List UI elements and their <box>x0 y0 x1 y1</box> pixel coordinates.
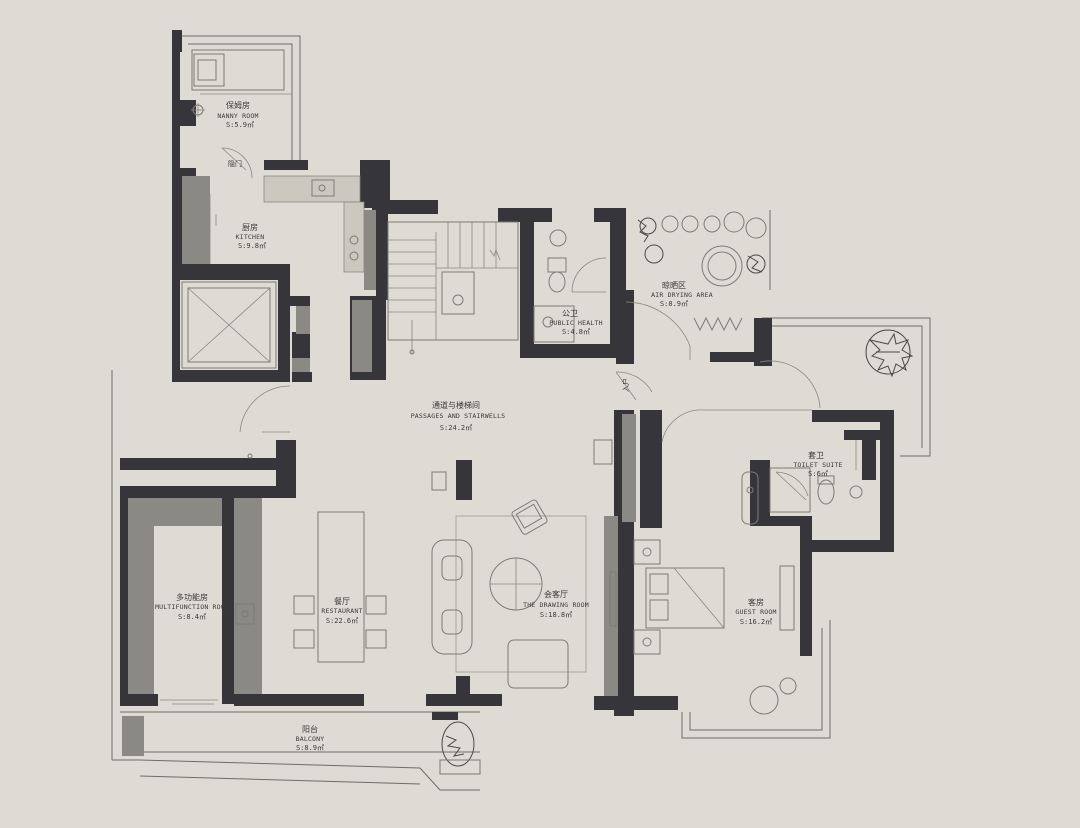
svg-text:S:16.2㎡: S:16.2㎡ <box>740 618 772 626</box>
label-drawing-room: 会客厅 THE DRAWING ROOM S:18.8㎡ <box>523 589 589 619</box>
room-labels: 保姆房 NANNY ROOM S:5.9㎡ 隐门 厨房 KITCHEN S:9.… <box>155 100 843 752</box>
kitchen <box>209 175 365 273</box>
svg-text:多功能房: 多功能房 <box>176 592 208 602</box>
air-drying-area <box>625 211 767 360</box>
dining-area <box>293 460 472 663</box>
staircase <box>387 221 519 355</box>
svg-text:S:24.2㎡: S:24.2㎡ <box>440 424 472 432</box>
svg-text:客房: 客房 <box>748 597 764 607</box>
tree-icon <box>865 329 914 378</box>
svg-text:套卫: 套卫 <box>808 450 824 460</box>
drawing-room <box>431 499 617 689</box>
svg-text:KITCHEN: KITCHEN <box>236 233 265 241</box>
svg-text:阳台: 阳台 <box>302 724 318 734</box>
nanny-room <box>191 49 292 179</box>
label-nanny-room: 保姆房 NANNY ROOM S:5.9㎡ <box>217 100 258 129</box>
svg-text:PUBLIC HEALTH: PUBLIC HEALTH <box>549 319 602 327</box>
svg-text:GUEST ROOM: GUEST ROOM <box>735 608 776 616</box>
svg-text:THE DRAWING ROOM: THE DRAWING ROOM <box>523 601 589 609</box>
toilet-suite <box>769 440 863 513</box>
svg-text:晾晒区: 晾晒区 <box>662 280 686 290</box>
label-passages: 通道与楼梯间 PASSAGES AND STAIRWELLS S:24.2㎡ <box>411 400 506 432</box>
guest-room <box>633 409 812 715</box>
svg-text:S:8.4㎡: S:8.4㎡ <box>178 613 206 621</box>
walls <box>120 30 894 720</box>
entry-area <box>239 360 821 465</box>
svg-text:S:22.6㎡: S:22.6㎡ <box>326 617 358 625</box>
svg-text:S:4.8㎡: S:4.8㎡ <box>562 328 590 336</box>
svg-text:AIR DRYING AREA: AIR DRYING AREA <box>651 291 713 299</box>
svg-text:通道与楼梯间: 通道与楼梯间 <box>432 400 480 410</box>
svg-text:保姆房: 保姆房 <box>226 100 250 110</box>
svg-text:PASSAGES AND STAIRWELLS: PASSAGES AND STAIRWELLS <box>411 412 506 420</box>
svg-text:RESTAURANT: RESTAURANT <box>321 607 362 615</box>
svg-text:S:18.8㎡: S:18.8㎡ <box>540 611 572 619</box>
svg-text:会客厅: 会客厅 <box>544 589 568 599</box>
outer-outline <box>111 35 931 791</box>
label-air-drying-area: 晾晒区 AIR DRYING AREA S:8.9㎡ <box>651 280 713 308</box>
svg-text:S:8.9㎡: S:8.9㎡ <box>660 300 688 308</box>
label-public-health: 公卫 PUBLIC HEALTH S:4.8㎡ <box>549 309 602 336</box>
label-balcony: 阳台 BALCONY S:8.9㎡ <box>296 724 325 752</box>
svg-text:S:5.9㎡: S:5.9㎡ <box>226 121 254 129</box>
label-multifunction-room: 多功能房 MULTIFUNCTION ROOM S:8.4㎡ <box>155 592 229 621</box>
balcony <box>247 453 481 775</box>
svg-text:MULTIFUNCTION ROOM: MULTIFUNCTION ROOM <box>155 603 229 611</box>
svg-text:餐厅: 餐厅 <box>334 597 350 606</box>
svg-text:S:6㎡: S:6㎡ <box>808 470 828 478</box>
svg-text:厨房: 厨房 <box>242 222 258 232</box>
cabinetry <box>122 176 636 756</box>
label-kitchen: 厨房 KITCHEN S:9.8㎡ <box>236 222 266 250</box>
elevator-shaft <box>181 281 277 369</box>
svg-text:NANNY ROOM: NANNY ROOM <box>217 112 258 120</box>
svg-text:BALCONY: BALCONY <box>296 735 325 743</box>
label-hidden-door: 隐门 <box>228 159 242 168</box>
multifunction-room <box>160 603 255 705</box>
label-guest-room: 客房 GUEST ROOM S:16.2㎡ <box>735 597 776 626</box>
svg-text:TOILET SUITE: TOILET SUITE <box>793 461 842 469</box>
svg-text:S:8.9㎡: S:8.9㎡ <box>296 744 324 752</box>
label-toilet-suite: 套卫 TOILET SUITE S:6㎡ <box>793 450 842 478</box>
svg-text:S:9.8㎡: S:9.8㎡ <box>238 242 266 250</box>
public-wc <box>533 229 607 343</box>
label-restaurant: 餐厅 RESTAURANT S:22.6㎡ <box>321 597 362 625</box>
svg-text:公卫: 公卫 <box>562 309 578 318</box>
label-entry: 入户 <box>621 378 630 392</box>
